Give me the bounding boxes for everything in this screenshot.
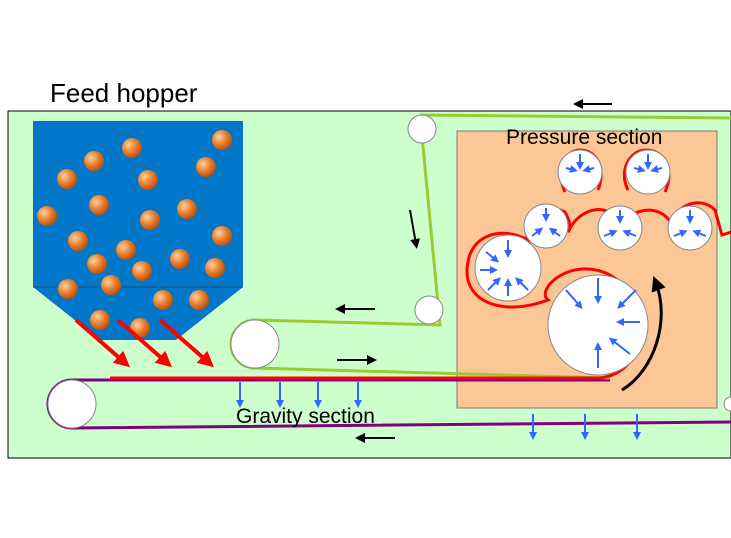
particle — [116, 240, 136, 260]
filtrate-arrows — [236, 382, 641, 440]
pressure-roller — [667, 205, 713, 251]
pressure-arrow — [487, 277, 501, 291]
roller — [723, 396, 731, 412]
pressure-arrow — [515, 277, 529, 291]
feed-arrows — [74, 318, 215, 368]
main-pressure-roller — [547, 274, 649, 376]
pressure-arrow — [673, 229, 688, 238]
particle — [122, 138, 142, 158]
feed-arrow — [74, 318, 131, 368]
pressure-arrow — [603, 229, 618, 238]
feed-hopper-label: Feed hopper — [50, 78, 198, 108]
particle — [212, 130, 232, 150]
pressure-arrow — [548, 227, 561, 237]
pressure-arrow — [633, 165, 646, 173]
particle — [205, 258, 225, 278]
particle — [177, 199, 197, 219]
particle — [57, 169, 77, 189]
pressure-arrow — [692, 229, 707, 238]
particle — [196, 157, 216, 177]
particle — [189, 290, 209, 310]
particle — [89, 195, 109, 215]
gravity-section-label: Gravity section — [236, 405, 375, 428]
feed-arrow — [116, 318, 173, 368]
feed-hopper — [33, 121, 243, 340]
particle — [68, 231, 88, 251]
direction-arrow — [409, 209, 421, 249]
pressure-arrow — [565, 165, 578, 173]
pressure-roller — [557, 149, 603, 195]
pressure-roller — [523, 203, 569, 249]
particle — [101, 275, 121, 295]
pressure-arrow — [531, 227, 544, 237]
particle — [132, 261, 152, 281]
pressure-roller — [597, 205, 643, 251]
pressure-arrow — [485, 251, 500, 263]
pressure-arrow — [617, 289, 637, 309]
feed-arrow — [158, 318, 215, 368]
pressure-arrow — [582, 165, 595, 173]
filter-cloth-path — [110, 201, 731, 380]
rotation-arrow — [621, 275, 666, 392]
pressure-arrow — [565, 289, 583, 310]
roller-pressure-arrows — [480, 154, 707, 368]
pressure-arrow — [622, 229, 637, 238]
particle — [140, 210, 160, 230]
particles — [37, 130, 232, 338]
roller — [47, 379, 97, 429]
particle — [90, 310, 110, 330]
direction-arrows — [335, 99, 612, 443]
pressure-arrow — [608, 337, 631, 355]
upper-belt — [254, 113, 731, 380]
particle — [37, 206, 57, 226]
rollers — [47, 114, 731, 429]
particle — [87, 254, 107, 274]
particle — [153, 290, 173, 310]
roller — [414, 295, 444, 325]
roller — [230, 319, 280, 369]
particle — [170, 249, 190, 269]
particle — [84, 151, 104, 171]
pressure-section-label: Pressure section — [506, 126, 662, 149]
particle — [212, 226, 232, 246]
particle — [58, 279, 78, 299]
roller — [407, 114, 437, 144]
pressure-arrow — [650, 165, 663, 173]
pressure-roller — [474, 234, 542, 302]
pressure-roller — [625, 149, 671, 195]
particle — [138, 170, 158, 190]
